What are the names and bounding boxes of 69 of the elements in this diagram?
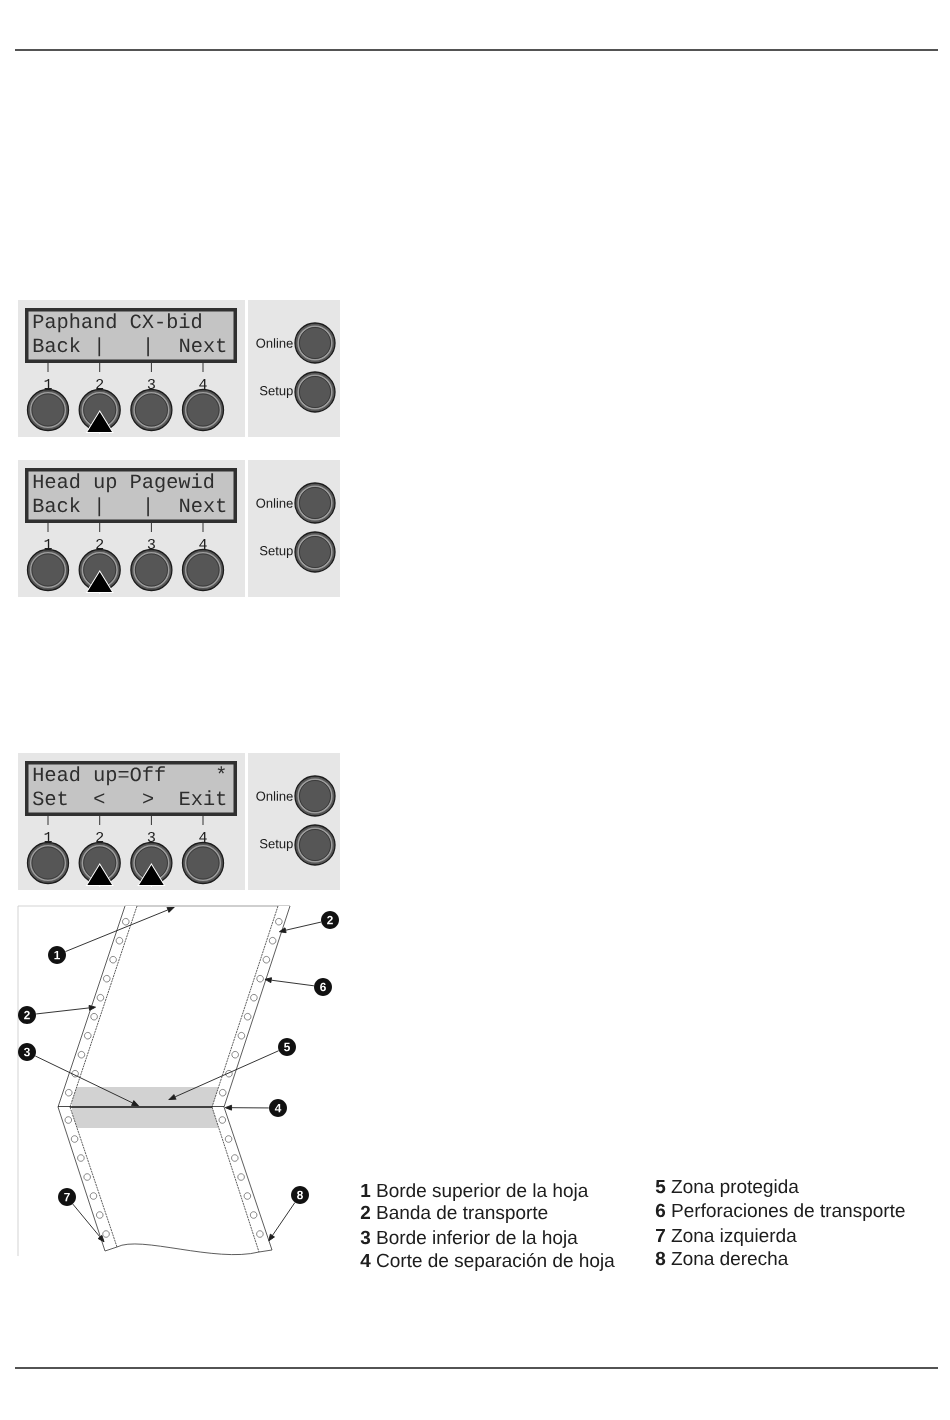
softkey-label: | — [98, 497, 101, 517]
callout-number: 3 — [18, 1043, 36, 1061]
display-text: Head up=Off — [33, 766, 165, 786]
key-text: 3 Borde inferior de la hoja — [360, 1230, 578, 1248]
press-arrow — [86, 410, 114, 435]
key-number: 2 — [96, 832, 104, 843]
button-label: Setup — [259, 839, 293, 851]
press-arrow — [86, 570, 114, 595]
press-arrow — [86, 863, 114, 888]
lcd-display — [25, 308, 237, 363]
softkey-label: Back — [33, 337, 80, 353]
key-number: 4 — [199, 832, 207, 842]
key-number: 1 — [44, 379, 52, 389]
softkey-label: Next — [180, 498, 226, 513]
tear-line — [58, 1106, 224, 1108]
softkey-label: Back — [33, 497, 80, 513]
key-number: 3 — [147, 538, 155, 550]
key-number: 2 — [96, 539, 104, 549]
key-number: 3 — [147, 378, 155, 390]
key-text: 5 Zona protegida — [655, 1179, 799, 1197]
softkey-label: Next — [180, 338, 226, 353]
key-number: 2 — [96, 379, 104, 389]
callout-number: 5 — [278, 1038, 296, 1056]
key-text: 2 Banda de transporte — [360, 1205, 548, 1223]
key-text: 1 Borde superior de la hoja — [361, 1183, 589, 1201]
softkey-label: | — [147, 337, 149, 357]
leader-arrow — [72, 1203, 105, 1243]
callout-number: 8 — [291, 1186, 309, 1204]
key-number: 4 — [199, 379, 207, 389]
callout-number: 2 — [321, 911, 339, 929]
display-text: Head up Pagewid — [33, 473, 214, 493]
callout-number: 7 — [58, 1188, 76, 1206]
softkey-label: Set — [33, 791, 67, 806]
key-text: 7 Zona izquierda — [656, 1228, 797, 1246]
button-label: Setup — [259, 386, 293, 398]
callout-number: 6 — [314, 978, 332, 996]
callout-number: 2 — [18, 1006, 36, 1024]
softkey-label: | — [98, 337, 101, 357]
leader-arrow — [268, 1202, 296, 1242]
key-number: 3 — [147, 831, 155, 843]
softkey-label: Exit — [180, 790, 226, 806]
key-text: 4 Corte de separación de hoja — [360, 1253, 615, 1271]
press-arrow — [137, 863, 166, 888]
key-text: 8 Zona derecha — [655, 1251, 789, 1266]
sprocket-hole — [256, 975, 264, 983]
button-label: Online — [256, 498, 293, 508]
display-text: * — [217, 766, 225, 774]
softkey-label: > — [143, 793, 153, 804]
lcd-display — [25, 468, 237, 523]
softkey-label: | — [147, 497, 149, 517]
button-label: Online — [256, 791, 293, 801]
leader-arrow — [279, 921, 322, 934]
key-number: 4 — [199, 539, 207, 549]
key-text: 6 Perforaciones de transporte — [655, 1203, 905, 1221]
lcd-display — [25, 761, 237, 816]
leader-arrow — [34, 1055, 139, 1107]
leader-arrow — [65, 907, 175, 952]
button-label: Online — [256, 338, 293, 348]
key-number: 1 — [44, 539, 52, 549]
leader-arrow — [168, 1050, 280, 1100]
display-text: Paphand CX-bid — [33, 313, 201, 333]
leader-arrow — [35, 1005, 96, 1015]
softkey-label: < — [94, 793, 105, 804]
callout-number: 4 — [269, 1099, 287, 1117]
leader-arrow — [264, 977, 315, 987]
callout-number: 1 — [48, 946, 66, 964]
button-label: Setup — [259, 546, 293, 558]
leader-arrow — [224, 1104, 270, 1111]
key-number: 1 — [44, 832, 52, 842]
